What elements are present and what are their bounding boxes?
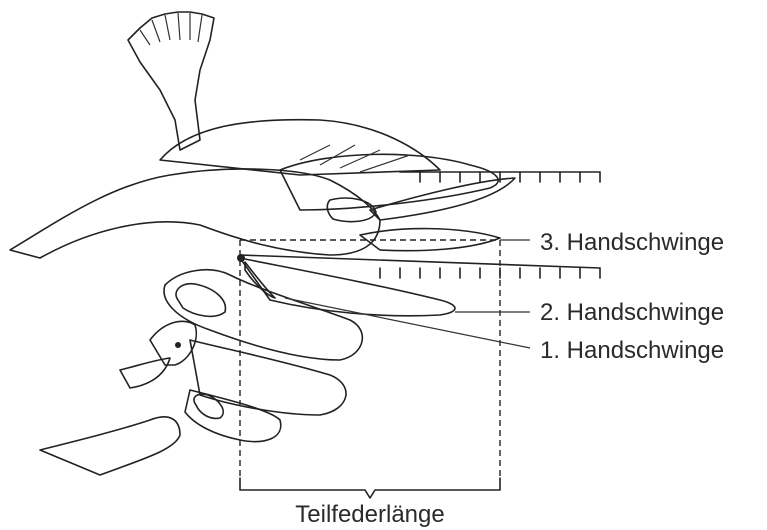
bird-body — [160, 120, 440, 175]
bird-eye — [175, 342, 181, 348]
measurement-frame — [240, 240, 500, 480]
lower-hand — [40, 270, 362, 475]
upper-hand — [10, 169, 380, 258]
second-primary-feather — [240, 258, 455, 316]
bird-tail — [128, 12, 214, 150]
leader-first-primary — [285, 298, 530, 348]
ruler-bottom — [240, 255, 600, 278]
measurement-point — [237, 254, 245, 262]
ruler-top — [400, 172, 600, 182]
label-third-primary: 3. Handschwinge — [540, 229, 724, 256]
wing-primaries-upper — [280, 145, 515, 251]
first-primary-feather — [245, 262, 275, 298]
bird-head — [150, 321, 196, 365]
label-partial-feather-length: Teilfederlänge — [295, 501, 444, 528]
bracket-brace — [240, 478, 500, 498]
label-first-primary: 1. Handschwinge — [540, 337, 724, 364]
label-second-primary: 2. Handschwinge — [540, 299, 724, 326]
